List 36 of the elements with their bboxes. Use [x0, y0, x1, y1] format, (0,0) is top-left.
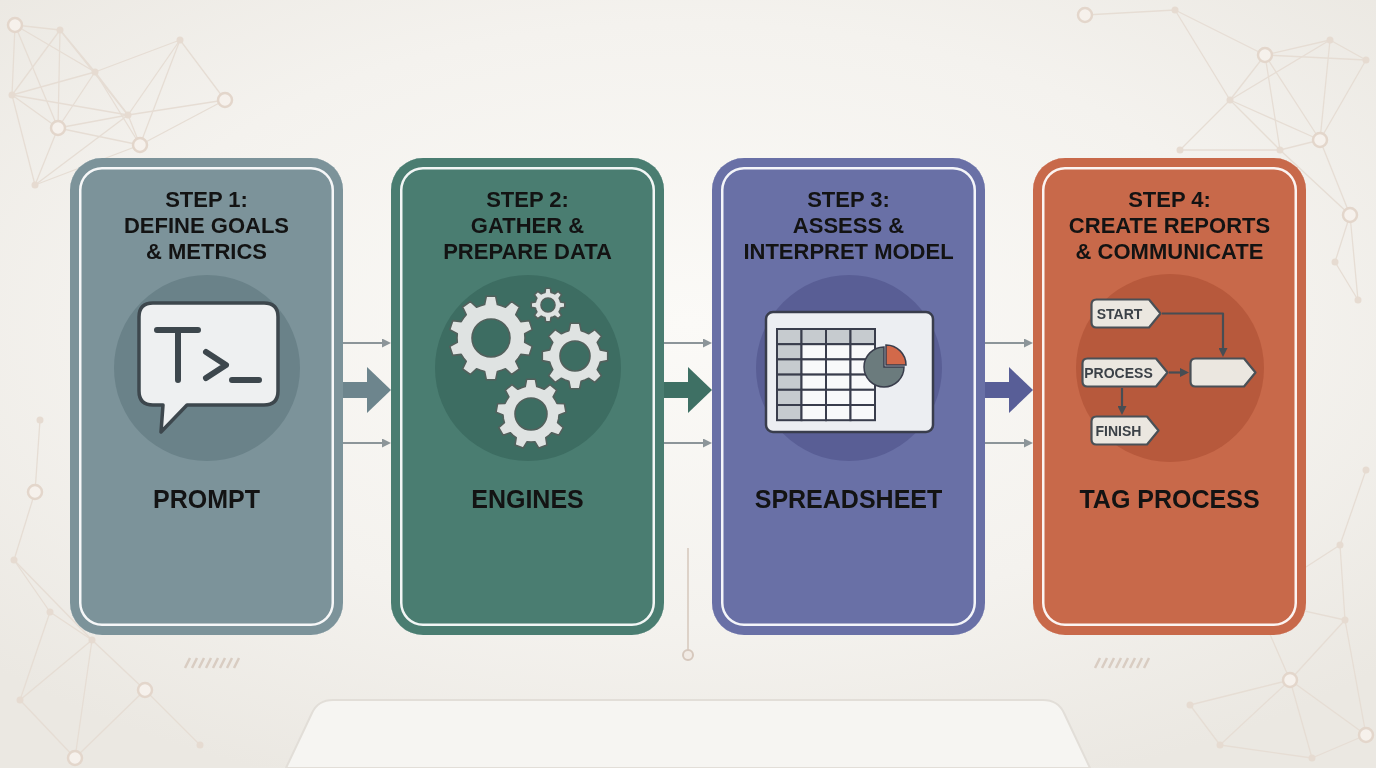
tag-label: PROCESS — [1084, 364, 1153, 381]
flow-tag — [1090, 298, 1162, 329]
arrow — [664, 338, 712, 348]
chevron-arrow — [343, 367, 391, 413]
chevron-arrow — [985, 367, 1033, 413]
flow-tag — [1081, 357, 1169, 388]
arrow — [343, 438, 391, 448]
step-panel — [712, 158, 985, 635]
arrow — [1162, 312, 1228, 357]
blank-tag — [1189, 357, 1257, 388]
step-title: ASSESS & INTERPRET MODEL — [742, 213, 955, 265]
step-title: GATHER & PREPARE DATA — [442, 213, 613, 265]
flow-tag — [1090, 415, 1160, 446]
arrow — [985, 438, 1033, 448]
step-number: STEP 2: — [486, 187, 569, 213]
step-label: PROMPT — [153, 484, 260, 514]
step-number: STEP 1: — [165, 187, 248, 213]
arrow — [1117, 388, 1127, 415]
step-label: ENGINES — [471, 484, 584, 514]
tag-label: START — [1096, 305, 1143, 322]
step-label: SPREADSHEET — [754, 484, 943, 514]
chevron-arrow — [664, 367, 712, 413]
step-title: DEFINE GOALS & METRICS — [123, 213, 290, 265]
arrow — [664, 438, 712, 448]
arrow — [985, 338, 1033, 348]
step-panel — [391, 158, 664, 635]
step-label: TAG PROCESS — [1079, 484, 1260, 514]
step-number: STEP 3: — [807, 187, 890, 213]
step-panel — [70, 158, 343, 635]
step-number: STEP 4: — [1128, 187, 1211, 213]
platform-base — [285, 699, 1091, 768]
step-title: CREATE REPORTS & COMMUNICATE — [1067, 213, 1272, 265]
arrow — [1169, 368, 1189, 377]
step-panel — [1033, 158, 1306, 635]
tag-label: FINISH — [1095, 422, 1142, 439]
arrow — [343, 338, 391, 348]
